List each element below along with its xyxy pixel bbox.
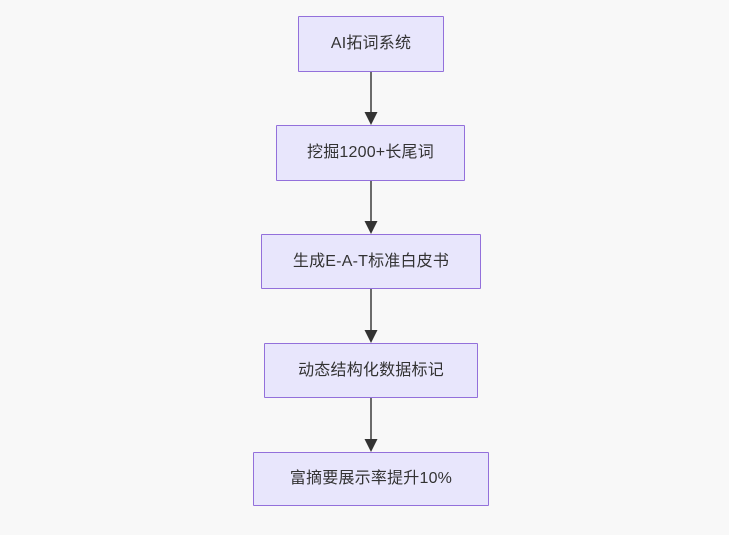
edge-n3-n4 [364, 289, 378, 343]
flow-node-rich-snippet-rate-increase[interactable]: 富摘要展示率提升10% [253, 452, 489, 506]
flow-node-label: 富摘要展示率提升10% [289, 470, 453, 487]
edge-n4-n5 [364, 398, 378, 452]
flow-node-label: 动态结构化数据标记 [298, 361, 444, 379]
edge-n2-n3 [364, 181, 378, 234]
edge-n1-n2 [364, 72, 378, 125]
flow-node-mine-longtail-keywords[interactable]: 挖掘1200+长尾词 [276, 125, 465, 181]
flow-node-dynamic-structured-data-markup[interactable]: 动态结构化数据标记 [264, 343, 478, 398]
flow-node-ai-keyword-system[interactable]: AI拓词系统 [298, 16, 444, 72]
flow-node-label: 挖掘1200+长尾词 [307, 144, 434, 161]
flow-node-label: AI拓词系统 [330, 35, 412, 52]
flow-node-label: 生成E-A-T标准白皮书 [292, 252, 450, 270]
flow-node-generate-eat-whitepaper[interactable]: 生成E-A-T标准白皮书 [261, 234, 481, 289]
